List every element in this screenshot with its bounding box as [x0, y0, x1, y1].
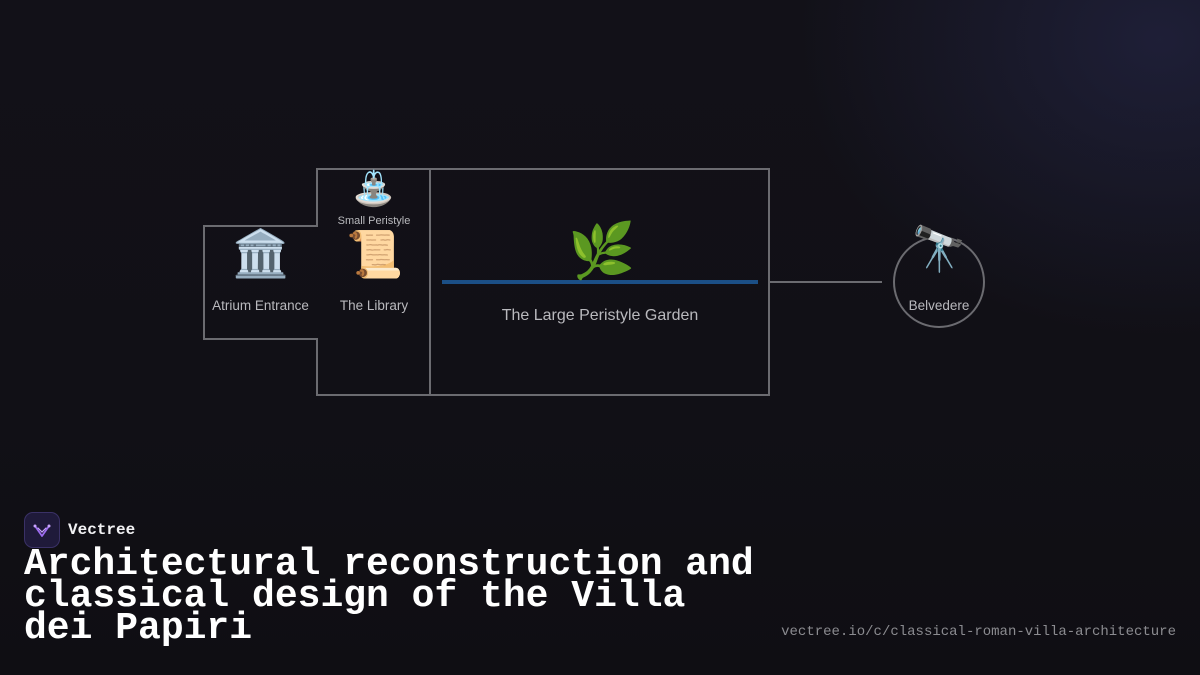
herb-icon: 🌿 — [568, 221, 636, 281]
belvedere-circle — [894, 237, 984, 327]
room-label-belvedere: Belvedere — [908, 298, 970, 313]
room-label-small-peristyle: Small Peristyle — [337, 215, 411, 227]
room-label-library: The Library — [339, 298, 409, 313]
scroll-icon: 📜 — [346, 228, 404, 280]
vectree-logo-mark — [33, 524, 51, 537]
villa-outline — [204, 169, 769, 395]
fountain-icon: ⛲ — [352, 170, 396, 208]
room-label-atrium: Atrium Entrance — [212, 298, 309, 313]
source-url[interactable]: vectree.io/c/classical-roman-villa-archi… — [781, 624, 1176, 640]
page-title: Architectural reconstruction and classic… — [24, 543, 754, 650]
room-label-large-peristyle: The Large Peristyle Garden — [501, 307, 699, 324]
vectree-logo-icon — [24, 512, 60, 548]
classical-building-icon: 🏛️ — [232, 227, 290, 279]
brand: Vectree — [24, 512, 135, 548]
telescope-icon: 🔭 — [911, 225, 967, 274]
brand-name: Vectree — [68, 521, 136, 539]
